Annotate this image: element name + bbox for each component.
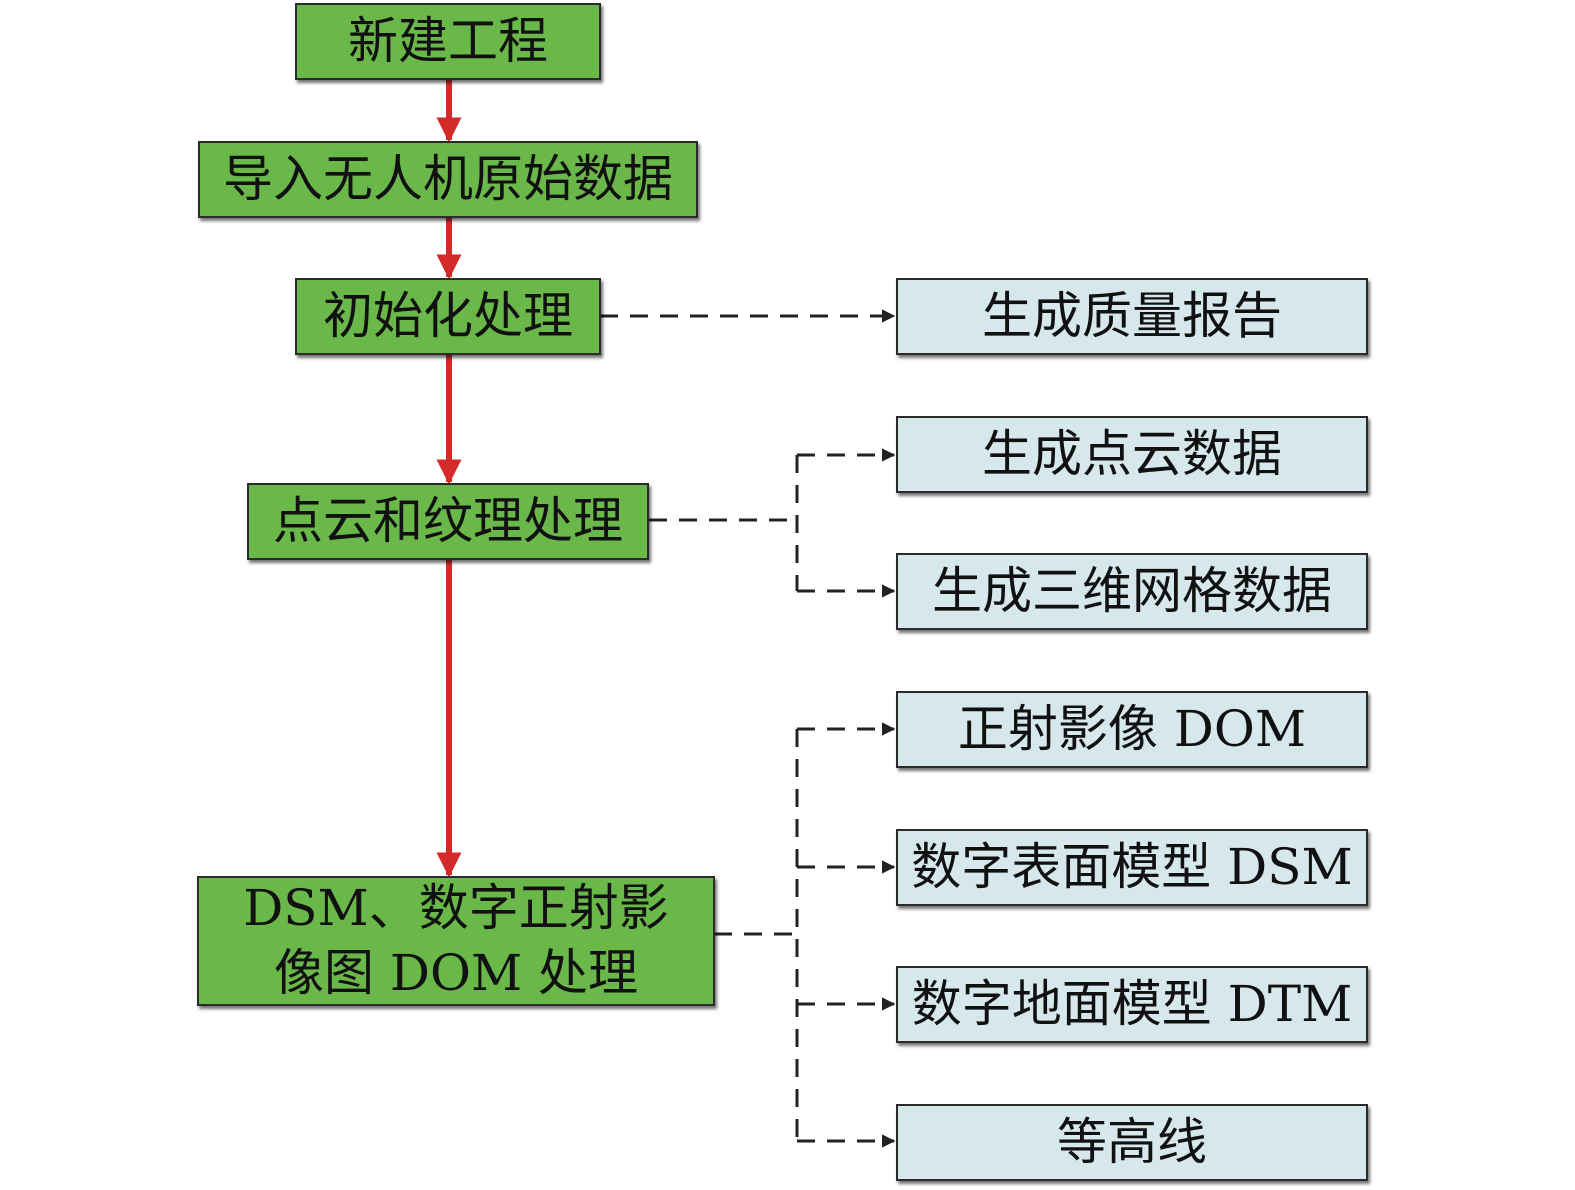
output-quality-report-label: 生成质量报告 [982, 287, 1282, 346]
step-new-project: 新建工程 [295, 3, 601, 80]
step-dsm-dom-processing: DSM、数字正射影 像图 DOM 处理 [197, 876, 715, 1006]
output-3d-mesh-data: 生成三维网格数据 [896, 553, 1368, 630]
step-initial-processing-label: 初始化处理 [323, 287, 573, 346]
output-point-cloud-data-label: 生成点云数据 [982, 425, 1282, 484]
step-point-cloud-texture-label: 点云和纹理处理 [273, 492, 623, 551]
output-3d-mesh-data-label: 生成三维网格数据 [932, 562, 1332, 621]
step-import-uav-data: 导入无人机原始数据 [198, 141, 698, 218]
step-dsm-dom-line1: DSM、数字正射影 [243, 879, 669, 937]
output-contour-lines-label: 等高线 [1057, 1113, 1207, 1172]
output-dtm-label: 数字地面模型 DTM [911, 975, 1353, 1034]
output-quality-report: 生成质量报告 [896, 278, 1368, 355]
step-import-uav-data-label: 导入无人机原始数据 [223, 150, 673, 209]
step-new-project-label: 新建工程 [348, 12, 548, 71]
output-dsm: 数字表面模型 DSM [896, 829, 1368, 906]
output-point-cloud-data: 生成点云数据 [896, 416, 1368, 493]
step-point-cloud-texture: 点云和纹理处理 [247, 483, 649, 560]
output-dom: 正射影像 DOM [896, 691, 1368, 768]
output-dsm-label: 数字表面模型 DSM [911, 838, 1353, 897]
dashed-branch-dsm [714, 729, 799, 1141]
output-dtm: 数字地面模型 DTM [896, 966, 1368, 1043]
output-contour-lines: 等高线 [896, 1104, 1368, 1181]
dashed-branch-pointcloud [649, 455, 799, 591]
step-initial-processing: 初始化处理 [295, 278, 601, 355]
step-dsm-dom-line2: 像图 DOM 处理 [273, 944, 639, 1002]
output-dom-label: 正射影像 DOM [957, 700, 1307, 759]
